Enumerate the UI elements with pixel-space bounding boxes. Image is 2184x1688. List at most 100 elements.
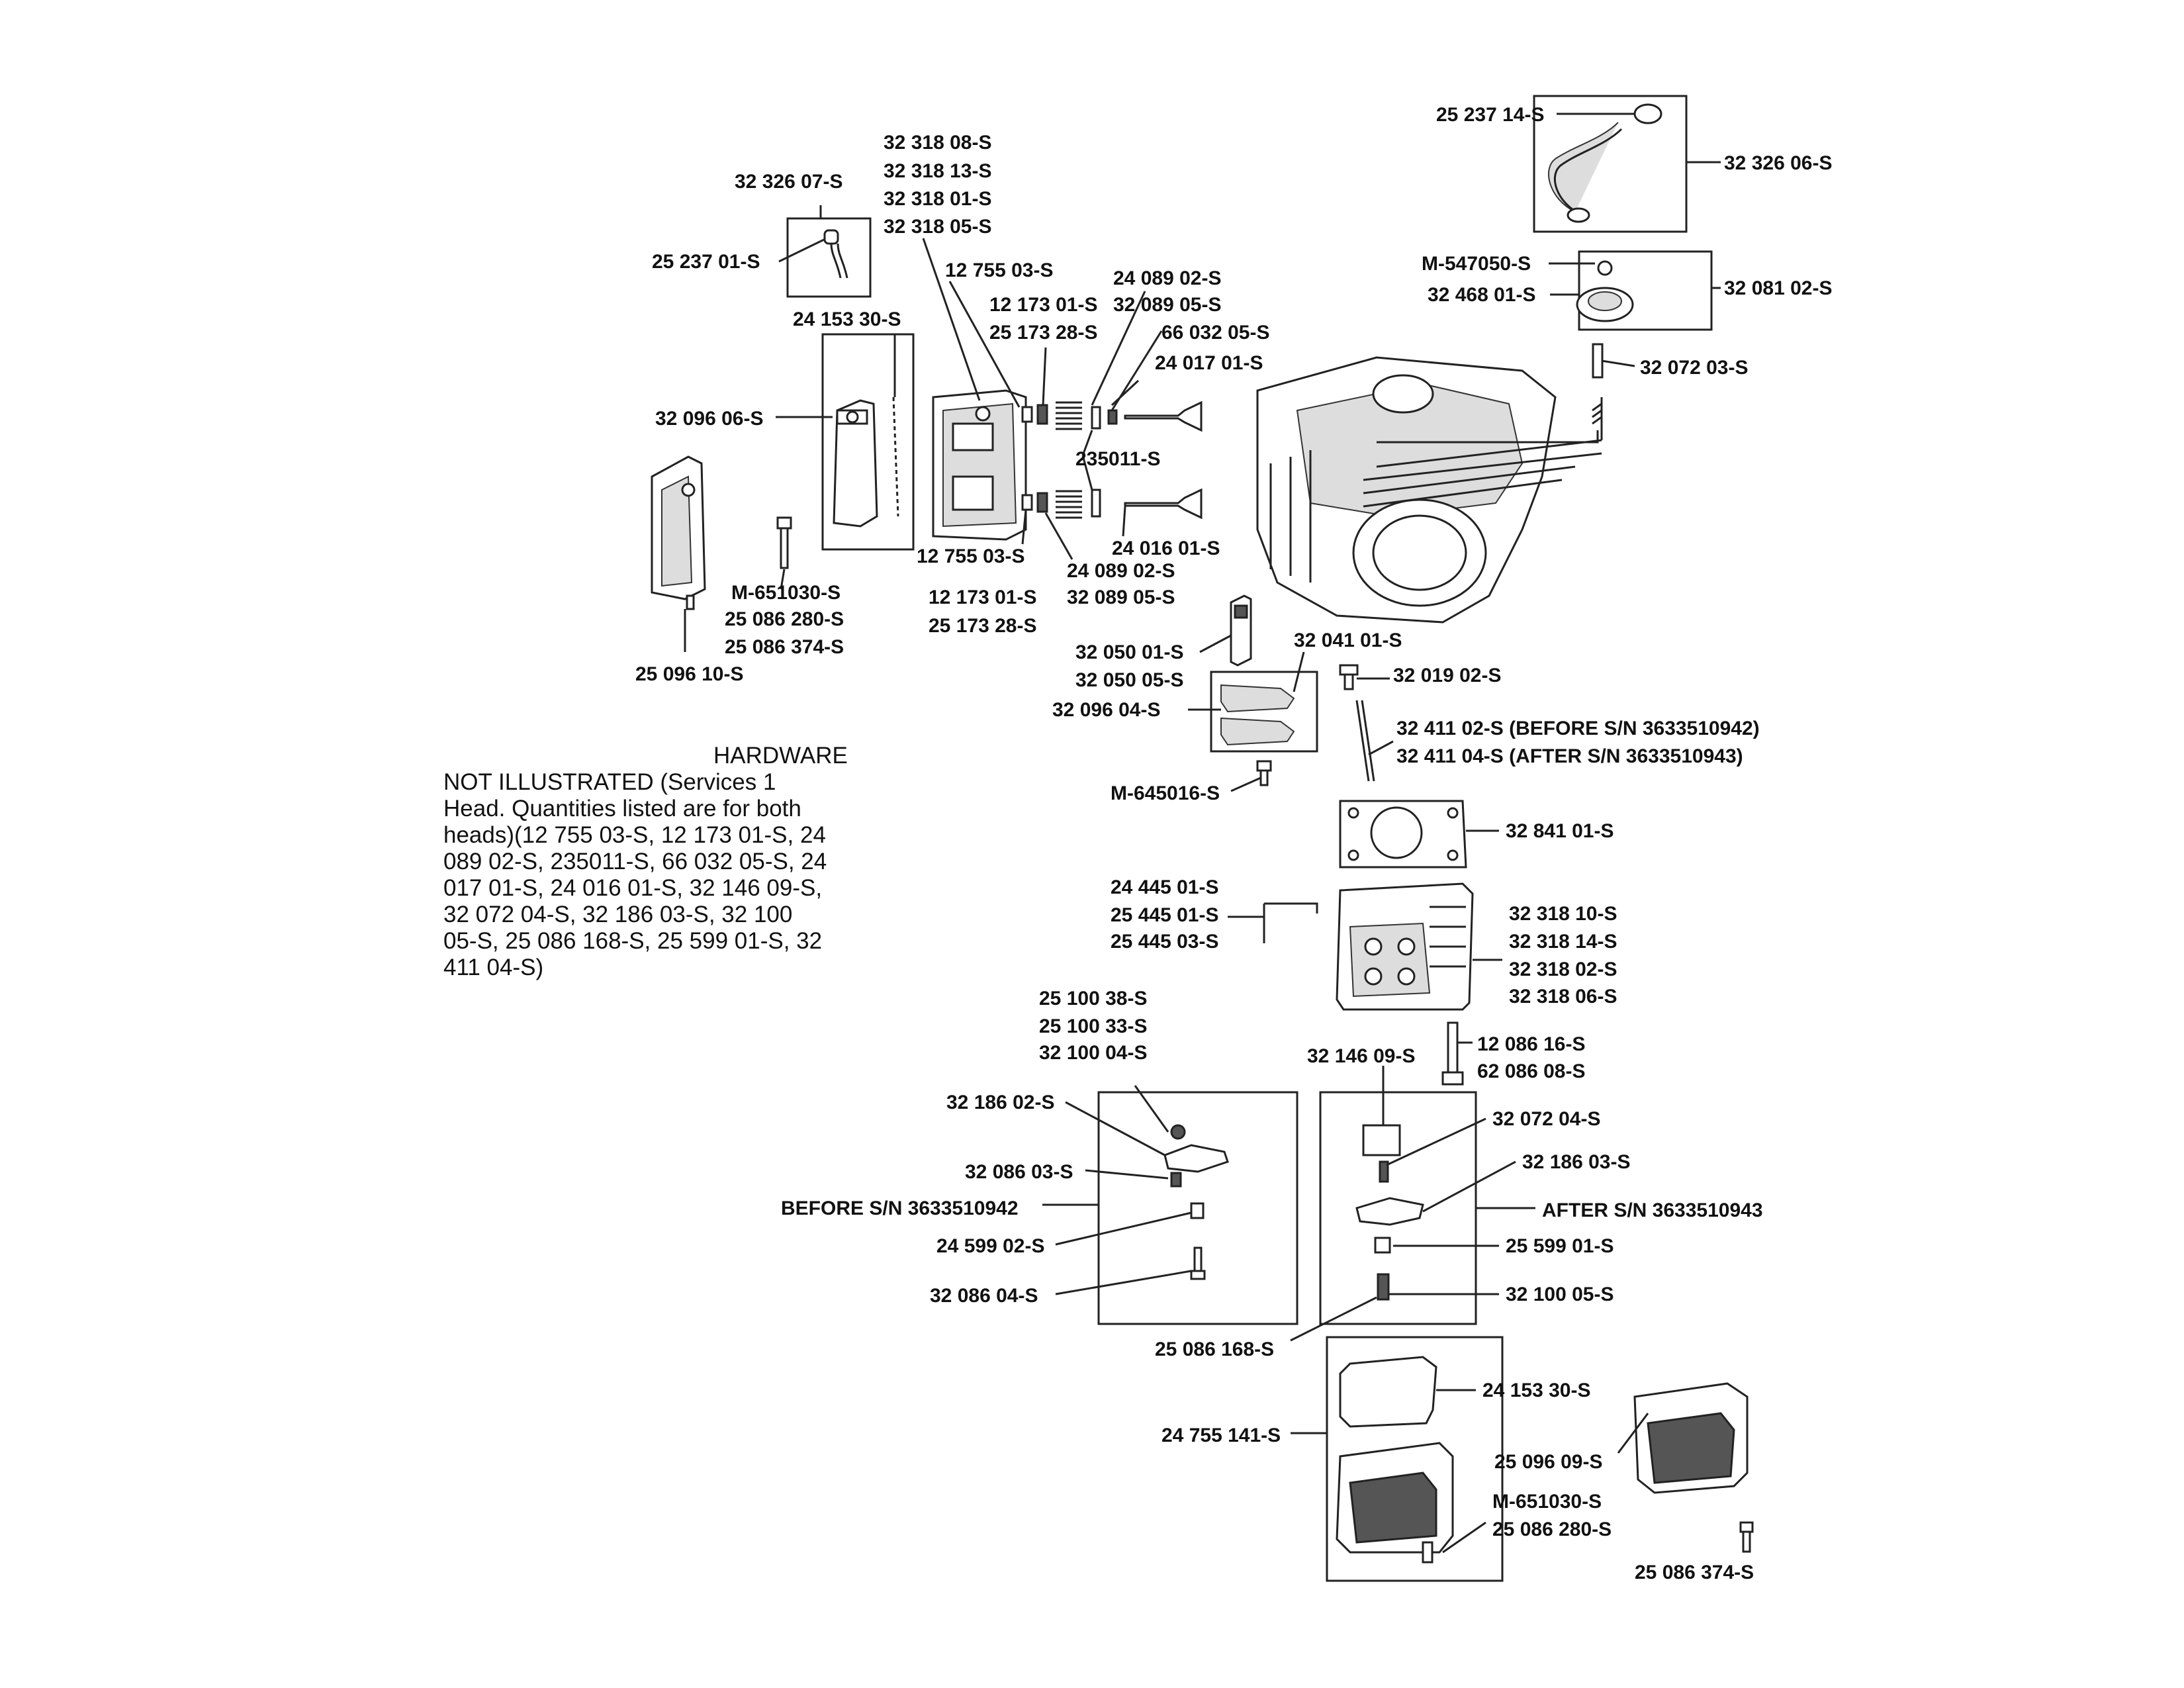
label-32-089-05-s-bottom: 32 089 05-S <box>1067 586 1175 608</box>
cylinder-head-center <box>1336 882 1474 1011</box>
label-24-599-02-s: 24 599 02-S <box>936 1235 1044 1257</box>
label-24-016-01-s: 24 016 01-S <box>1112 538 1220 559</box>
gasket-left <box>892 397 899 517</box>
label-after-sn: AFTER S/N 3633510943 <box>1542 1199 1763 1221</box>
hardware-note-line: Head. Quantities listed are for both <box>443 796 801 821</box>
hardware-note-line: 32 072 04-S, 32 186 03-S, 32 100 <box>443 902 793 927</box>
box-valve-cover-bottom <box>1326 1336 1504 1582</box>
label-32-318-14-s: 32 318 14-S <box>1509 931 1617 953</box>
label-25-086-168-s: 25 086 168-S <box>1155 1338 1274 1360</box>
label-m-651030-s-bottom: M-651030-S <box>1492 1491 1602 1513</box>
label-32-318-10-s: 32 318 10-S <box>1509 903 1617 925</box>
label-12-755-03-s-bottom: 12 755 03-S <box>917 545 1024 567</box>
label-32-468-01-s: 32 468 01-S <box>1428 284 1535 306</box>
label-25-096-10-s: 25 096 10-S <box>635 663 743 685</box>
small-tube <box>823 229 848 279</box>
cylinder-head-left <box>932 389 1027 541</box>
label-25-096-09-s: 25 096 09-S <box>1494 1451 1602 1473</box>
label-32-050-05-s: 32 050 05-S <box>1075 669 1183 691</box>
bracket <box>1263 902 1318 943</box>
label-32-100-04-s: 32 100 04-S <box>1039 1042 1147 1064</box>
hardware-note-line: 05-S, 25 086 168-S, 25 599 01-S, 32 <box>443 928 823 954</box>
rocker-parts-after <box>1355 1124 1424 1301</box>
label-m-547050-s: M-547050-S <box>1422 253 1531 275</box>
label-32-086-03-s: 32 086 03-S <box>965 1161 1073 1183</box>
label-32-318-01-s: 32 318 01-S <box>884 188 991 210</box>
label-32-081-02-s: 32 081 02-S <box>1724 277 1832 299</box>
label-32-146-09-s: 32 146 09-S <box>1307 1045 1415 1067</box>
label-32-096-06-s: 32 096 06-S <box>655 408 763 430</box>
group-boxes <box>786 95 1713 1582</box>
label-32-086-04-s: 32 086 04-S <box>930 1285 1038 1307</box>
box-breather-tube <box>1533 95 1688 233</box>
label-25-445-01-s: 25 445 01-S <box>1111 904 1218 926</box>
hardware-note-line: 089 02-S, 235011-S, 66 032 05-S, 24 <box>443 849 827 874</box>
label-32-841-01-s: 32 841 01-S <box>1506 820 1614 842</box>
label-32-326-06-s: 32 326 06-S <box>1724 152 1832 174</box>
rocker-cover-left <box>833 399 878 528</box>
label-m-651030-s-left: M-651030-S <box>731 582 841 604</box>
leader-lines <box>684 113 1721 1554</box>
label-12-173-01-s-bottom: 12 173 01-S <box>929 586 1036 608</box>
label-25-086-374-s-left: 25 086 374-S <box>725 636 844 658</box>
label-25-100-33-s: 25 100 33-S <box>1039 1015 1147 1037</box>
valve-springs <box>1021 400 1203 520</box>
label-25-086-374-s-bottom: 25 086 374-S <box>1635 1562 1754 1583</box>
rocker-parts-before <box>1163 1124 1229 1280</box>
bolt-left <box>776 516 792 569</box>
label-25-237-14-s: 25 237 14-S <box>1436 104 1544 126</box>
hardware-note: HARDWARE NOT ILLUSTRATED (Services 1 Hea… <box>443 743 907 981</box>
label-24-153-30-s-top: 24 153 30-S <box>793 308 901 330</box>
label-32-318-06-s: 32 318 06-S <box>1509 986 1617 1008</box>
push-rod-guide <box>1220 594 1295 746</box>
label-25-100-38-s: 25 100 38-S <box>1039 988 1147 1009</box>
label-32-089-05-s-top: 32 089 05-S <box>1113 294 1221 316</box>
label-32-318-08-s: 32 318 08-S <box>884 132 991 154</box>
label-235011-s: 235011-S <box>1075 448 1160 470</box>
label-24-017-01-s: 24 017 01-S <box>1155 352 1263 374</box>
label-25-445-03-s: 25 445 03-S <box>1111 931 1218 953</box>
label-25-237-01-s: 25 237 01-S <box>652 251 760 273</box>
box-rocker-before <box>1097 1091 1298 1325</box>
label-24-089-02-s-bottom: 24 089 02-S <box>1067 560 1175 582</box>
hardware-note-title: HARDWARE <box>713 743 848 769</box>
label-12-086-16-s: 12 086 16-S <box>1477 1033 1585 1055</box>
box-valve-cover-left <box>821 333 915 551</box>
valve-cover-bottom-right <box>1633 1382 1754 1553</box>
label-32-186-02-s: 32 186 02-S <box>946 1092 1054 1113</box>
label-32-186-03-s: 32 186 03-S <box>1522 1151 1630 1173</box>
label-12-173-01-s-top: 12 173 01-S <box>989 294 1097 316</box>
label-24-755-141-s: 24 755 141-S <box>1161 1425 1281 1446</box>
label-32-072-04-s: 32 072 04-S <box>1492 1108 1600 1130</box>
label-32-019-02-s: 32 019 02-S <box>1393 665 1501 686</box>
label-32-041-01-s: 32 041 01-S <box>1294 630 1402 651</box>
hardware-note-line: 017 01-S, 24 016 01-S, 32 146 09-S, <box>443 875 823 901</box>
label-24-445-01-s: 24 445 01-S <box>1111 876 1218 898</box>
part-labels: 25 237 14-S 32 326 06-S M-547050-S 32 46… <box>635 104 1832 1583</box>
valve-cover-left <box>651 455 706 610</box>
label-66-032-05-s: 66 032 05-S <box>1161 322 1269 344</box>
breather-tube <box>1548 103 1662 223</box>
head-bolt <box>1441 1021 1464 1086</box>
label-32-100-05-s: 32 100 05-S <box>1506 1284 1614 1305</box>
hardware-note-line: NOT ILLUSTRATED (Services 1 <box>443 769 776 795</box>
label-24-089-02-s-top: 24 089 02-S <box>1113 267 1221 289</box>
label-before-sn: BEFORE S/N 3633510942 <box>781 1197 1019 1219</box>
label-24-153-30-s-bottom: 24 153 30-S <box>1482 1380 1590 1401</box>
label-25-086-280-s-left: 25 086 280-S <box>725 608 844 630</box>
hardware-note-line: heads)(12 755 03-S, 12 173 01-S, 24 <box>443 822 826 848</box>
label-m-645016-s: M-645016-S <box>1111 782 1220 804</box>
label-32-411-04-s-after: 32 411 04-S (AFTER S/N 3633510943) <box>1396 745 1743 767</box>
label-25-599-01-s: 25 599 01-S <box>1506 1235 1614 1257</box>
label-32-072-03-s: 32 072 03-S <box>1640 357 1748 379</box>
label-25-173-28-s-top: 25 173 28-S <box>989 322 1097 344</box>
box-push-rod-guides <box>1210 671 1318 753</box>
engine-block <box>1256 356 1603 624</box>
label-32-411-02-s-before: 32 411 02-S (BEFORE S/N 3633510942) <box>1396 718 1760 739</box>
label-25-086-280-s-bottom: 25 086 280-S <box>1492 1519 1612 1540</box>
hardware-note-line: 411 04-S) <box>443 955 544 980</box>
label-32-318-02-s: 32 318 02-S <box>1509 959 1617 980</box>
label-32-318-13-s: 32 318 13-S <box>884 160 991 182</box>
